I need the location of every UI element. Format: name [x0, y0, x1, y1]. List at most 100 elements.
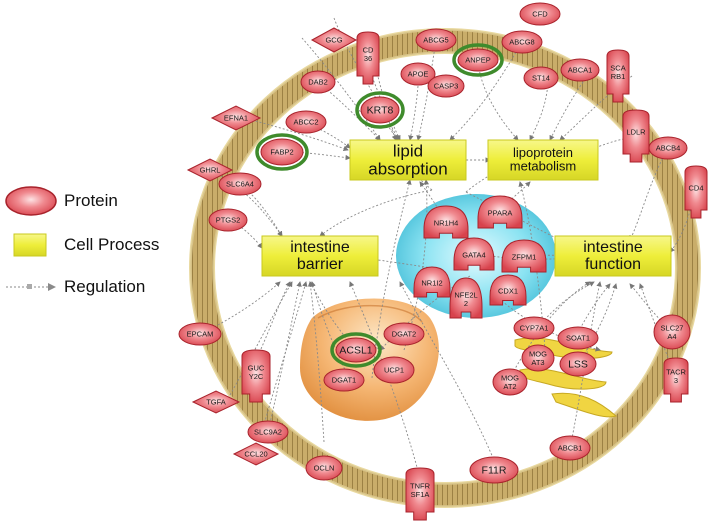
protein-node-soat1[interactable]: SOAT1 [557, 326, 599, 350]
protein-node-abcb4[interactable]: ABCB4 [648, 136, 688, 160]
protein-node-anpep[interactable]: ANPEP [452, 43, 504, 77]
protein-node-abcg8[interactable]: ABCG8 [501, 30, 543, 54]
protein-node-krt8[interactable]: KRT8 [355, 91, 405, 129]
protein-shape-icon [356, 31, 380, 85]
protein-node-nr1i2[interactable]: NR1I2 [413, 266, 451, 298]
protein-label: EPCAM [187, 330, 214, 339]
protein-label: GHRL [200, 166, 221, 175]
protein-shape-icon [423, 205, 469, 239]
protein-shape-icon [400, 62, 436, 86]
protein-shape-icon [186, 158, 234, 182]
protein-node-slc6a4[interactable]: SLC6A4 [218, 172, 262, 196]
protein-node-nr1h4[interactable]: NR1H4 [423, 205, 469, 239]
protein-node-dgat1[interactable]: DGAT1 [323, 368, 365, 392]
protein-node-lss[interactable]: LSS [559, 351, 597, 377]
protein-node-st14[interactable]: ST14 [523, 66, 559, 90]
protein-label: NR1H4 [434, 219, 459, 228]
protein-shape-icon [501, 239, 547, 273]
protein-node-gata4[interactable]: GATA4 [453, 237, 495, 271]
highlight-ring [355, 91, 405, 129]
protein-node-ppara[interactable]: PPARA [477, 195, 523, 229]
protein-shape-icon [489, 274, 527, 306]
protein-label: CD4 [688, 184, 703, 193]
mitochondrion [300, 298, 439, 421]
protein-node-casp3[interactable]: CASP3 [427, 74, 465, 98]
protein-label: LDLR [626, 128, 646, 137]
protein-label: CFD [532, 10, 548, 19]
protein-node-ucp1[interactable]: UCP1 [373, 356, 415, 384]
protein-node-abcc2[interactable]: ABCC2 [285, 110, 327, 134]
protein-node-epcam[interactable]: EPCAM [178, 322, 222, 346]
protein-shape-icon [606, 49, 630, 103]
protein-node-dab2[interactable]: DAB2 [300, 70, 336, 94]
protein-node-tgfa[interactable]: TGFA [191, 390, 241, 414]
protein-node-abcg5[interactable]: ABCG5 [415, 28, 457, 52]
protein-label: ABCC2 [293, 118, 318, 127]
legend-regulation: Regulation [4, 270, 204, 304]
legend-cell-process: Cell Process [4, 228, 204, 262]
protein-shape-icon [457, 48, 499, 72]
highlight-ring [330, 332, 382, 368]
protein-node-ldlr[interactable]: LDLR [622, 109, 650, 163]
protein-shape-icon [663, 357, 689, 403]
protein-node-f11r[interactable]: F11R [469, 456, 519, 484]
protein-shape-icon [415, 28, 457, 52]
protein-node-abcb1[interactable]: ABCB1 [549, 435, 591, 461]
protein-shape-icon [208, 208, 248, 232]
protein-shape-icon [492, 368, 528, 396]
protein-label: CASP3 [434, 82, 459, 91]
protein-node-efna1[interactable]: EFNA1 [210, 105, 262, 131]
protein-node-dgat2[interactable]: DGAT2 [383, 322, 425, 346]
protein-node-acsl1[interactable]: ACSL1 [330, 332, 382, 368]
protein-label: NR1I2 [421, 279, 442, 288]
protein-shape-icon [383, 322, 425, 346]
protein-shape-icon [310, 27, 358, 53]
protein-node-fabp2[interactable]: FABP2 [255, 133, 309, 171]
protein-node-ptgs2[interactable]: PTGS2 [208, 208, 248, 232]
protein-node-slc9a2[interactable]: SLC9A2 [247, 420, 289, 444]
protein-label: ABCG5 [423, 36, 448, 45]
protein-node-cfd[interactable]: CFD [519, 2, 561, 26]
protein-node-cd4[interactable]: CD4 [684, 165, 708, 219]
protein-node-ccl20[interactable]: CCL20 [232, 442, 280, 466]
legend-protein: Protein [4, 184, 204, 218]
protein-node-cdx1[interactable]: CDX1 [489, 274, 527, 306]
protein-node-apoe[interactable]: APOE [400, 62, 436, 86]
protein-shape-icon [191, 390, 241, 414]
protein-node-ocln[interactable]: OCLN [305, 455, 343, 481]
protein-swatch-icon [5, 186, 57, 216]
protein-shape-icon [653, 314, 691, 350]
protein-node-cyp7a1[interactable]: CYP7A1 [513, 316, 555, 340]
protein-node-ghrl[interactable]: GHRL [186, 158, 234, 182]
protein-label: LSS [568, 359, 588, 371]
protein-node-gcg[interactable]: GCG [310, 27, 358, 53]
protein-label: EFNA1 [224, 114, 248, 123]
protein-node-zfpm1[interactable]: ZFPM1 [501, 239, 547, 273]
protein-shape-icon [360, 96, 400, 124]
protein-label: ABCG8 [509, 38, 534, 47]
protein-shape-icon [560, 58, 600, 82]
protein-node-abca1[interactable]: ABCA1 [560, 58, 600, 82]
protein-label: CCL20 [244, 450, 267, 459]
protein-shape-icon [335, 337, 377, 363]
